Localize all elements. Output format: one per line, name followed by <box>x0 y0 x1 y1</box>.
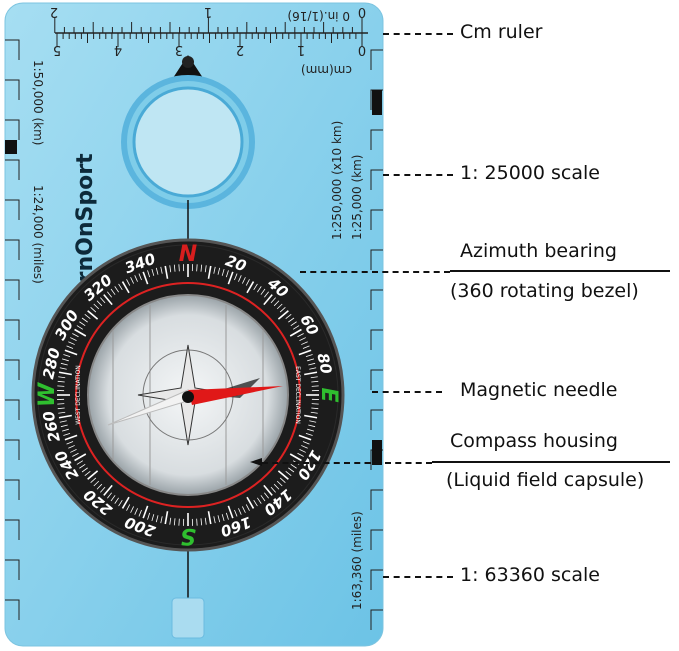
right-scale-3-label: 1:63,360 (miles) <box>350 511 364 610</box>
declination-west: WEST DECLINATION <box>75 365 82 425</box>
right-scale-2-label: 1:25,000 (km) <box>350 155 364 240</box>
ruler-cm-tick: 3 <box>175 42 183 57</box>
ruler-inch-label: 0 in.(1/16) <box>287 9 350 23</box>
housing-leader <box>262 462 432 464</box>
callout-azimuth-title: Azimuth bearing <box>460 240 617 262</box>
bezel-ticks <box>57 264 319 526</box>
needle-pivot <box>182 391 194 403</box>
callout-needle: Magnetic needle <box>460 379 618 401</box>
ruler-cm-label: cm(mm) <box>301 63 352 77</box>
cm-ruler: 0 1 2 3 4 5 0 1 2 <box>50 4 368 57</box>
bezel-number: S <box>180 523 196 548</box>
side-scales <box>5 39 383 630</box>
scale-63360-leader <box>383 576 453 578</box>
azimuth-rule <box>450 270 670 272</box>
ruler-cm-tick: 1 <box>297 42 305 57</box>
ruler-cm-tick: 5 <box>53 42 61 57</box>
ruler-cm-tick: 2 <box>236 42 244 57</box>
needle-leader <box>372 391 442 393</box>
callout-scale-25000: 1: 25000 scale <box>460 162 600 184</box>
cm-ruler-leader <box>383 33 453 35</box>
callout-cm-ruler: Cm ruler <box>460 21 543 43</box>
ruler-inch-tick: 2 <box>50 4 58 19</box>
bezel-number: 80 <box>313 351 335 375</box>
needle-north <box>188 386 283 405</box>
scale-25000-leader <box>383 174 453 176</box>
callout-scale-63360: 1: 63360 scale <box>460 564 600 586</box>
callout-azimuth-sub: (360 rotating bezel) <box>450 280 639 302</box>
left-scale-2-label: 1:24,000 (miles) <box>31 185 45 284</box>
magnifier-lens[interactable] <box>132 86 244 198</box>
bezel-number: E <box>316 387 341 402</box>
ruler-inch-tick: 1 <box>204 4 212 19</box>
bezel-number: W <box>35 381 60 407</box>
declination-east: EAST DECLINATION <box>294 366 301 424</box>
ruler-cm-tick: 4 <box>114 42 122 57</box>
callout-housing-sub: (Liquid field capsule) <box>446 469 645 491</box>
right-scale-1-label: 1:250,000 (x10 km) <box>330 121 344 240</box>
bezel-number: N <box>179 242 197 267</box>
azimuth-leader <box>300 271 450 273</box>
left-scale-1-label: 1:50,000 (km) <box>31 60 45 145</box>
ruler-cm-tick: 0 <box>358 42 366 57</box>
housing-rule <box>432 461 670 463</box>
callout-housing-title: Compass housing <box>450 430 618 452</box>
ruler-inch-tick: 0 <box>358 4 366 19</box>
